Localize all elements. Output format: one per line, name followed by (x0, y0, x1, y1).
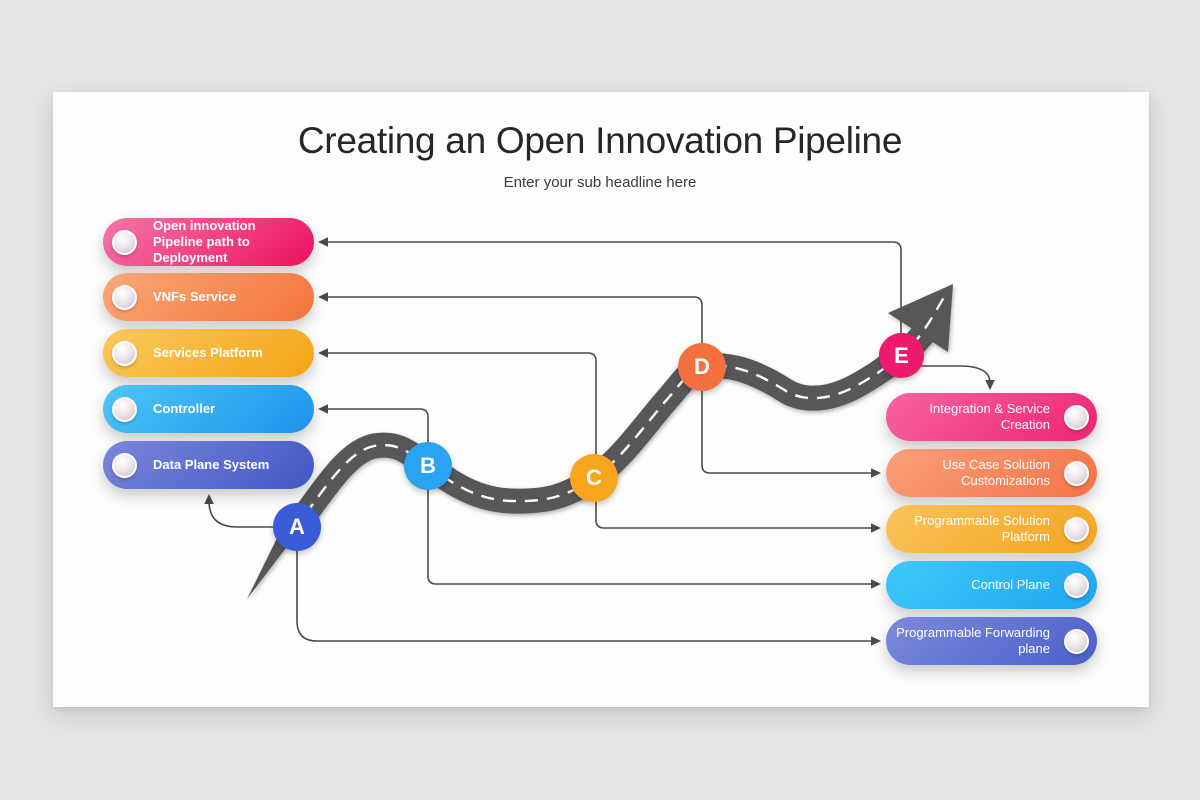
connector-e-to-pill1-right (914, 365, 991, 384)
connector-b-to-pill4-left (324, 408, 429, 466)
connector-b-to-pill4-right (427, 466, 873, 585)
arrowhead-left-3 (318, 348, 328, 358)
pill-programmable-solution-platform[interactable]: Programmable Solution Platform (886, 505, 1097, 553)
pill-label: Programmable Solution Platform (914, 512, 1050, 544)
pill-use-case-solution-customizations[interactable]: Use Case Solution Customizations (886, 449, 1097, 497)
sphere-icon (112, 340, 137, 366)
road-band (279, 318, 939, 545)
connector-c-to-pill3-right (595, 478, 873, 529)
sphere-icon (1064, 516, 1089, 542)
connector-d-to-pill2-right (701, 367, 873, 474)
pill-label: Services Platform (153, 344, 263, 360)
pill-label: Programmable Forwarding plane (896, 624, 1050, 656)
road-centerline (291, 296, 946, 533)
arrowhead-right-3 (871, 523, 881, 533)
connector-lines (208, 241, 991, 642)
pill-services-platform[interactable]: Services Platform (103, 329, 314, 377)
arrowhead-down-right-1 (985, 380, 995, 390)
pill-label: Controller (153, 400, 216, 416)
milestone-d[interactable]: D (678, 343, 726, 391)
arrowhead-right-4 (871, 579, 881, 589)
sphere-icon (112, 284, 137, 310)
sphere-icon (1064, 628, 1089, 654)
arrowhead-right-5 (871, 636, 881, 646)
milestone-b[interactable]: B (404, 442, 452, 490)
milestone-c[interactable]: C (570, 454, 618, 502)
pill-label: Data Plane System (153, 456, 270, 472)
sphere-icon (1064, 572, 1089, 598)
pill-label: Use Case Solution Customizations (942, 456, 1050, 488)
connector-arrowheads (204, 237, 995, 646)
slide-subtitle[interactable]: Enter your sub headline here (503, 174, 697, 191)
arrowhead-up-pill5 (204, 494, 214, 504)
milestone-a[interactable]: A (273, 503, 321, 551)
arrowhead-left-1 (318, 237, 328, 247)
pill-controller[interactable]: Controller (103, 385, 314, 433)
arrowhead-right-2 (871, 468, 881, 478)
road-arrowhead (888, 284, 953, 352)
pill-label: Open innovation Pipeline path to Deploym… (153, 217, 256, 266)
pill-control-plane[interactable]: Control Plane (886, 561, 1097, 609)
connector-a-to-pill5-left (208, 500, 297, 528)
pill-data-plane-system[interactable]: Data Plane System (103, 441, 314, 489)
slide-title[interactable]: Creating an Open Innovation Pipeline (297, 120, 903, 161)
pill-label: Control Plane (971, 576, 1050, 592)
sphere-icon (1064, 460, 1089, 486)
pill-vnfs-service[interactable]: VNFs Service (103, 273, 314, 321)
pill-label: Integration & Service Creation (929, 400, 1050, 432)
connector-c-to-pill3-left (324, 352, 597, 478)
sphere-icon (112, 452, 137, 478)
milestone-e[interactable]: E (879, 333, 924, 378)
sphere-icon (112, 229, 137, 255)
sphere-icon (1064, 404, 1089, 430)
connector-d-to-pill2-left (324, 296, 703, 367)
pill-open-innovation-pipeline[interactable]: Open innovation Pipeline path to Deploym… (103, 218, 314, 266)
sphere-icon (112, 396, 137, 422)
connector-a-to-pill5-right (296, 545, 873, 642)
pill-programmable-forwarding-plane[interactable]: Programmable Forwarding plane (886, 617, 1097, 665)
pill-integration-service-creation[interactable]: Integration & Service Creation (886, 393, 1097, 441)
arrowhead-left-4 (318, 404, 328, 414)
road (247, 284, 953, 599)
connector-e-to-pill1-left (324, 241, 902, 340)
pill-label: VNFs Service (153, 288, 237, 304)
arrowhead-left-2 (318, 292, 328, 302)
